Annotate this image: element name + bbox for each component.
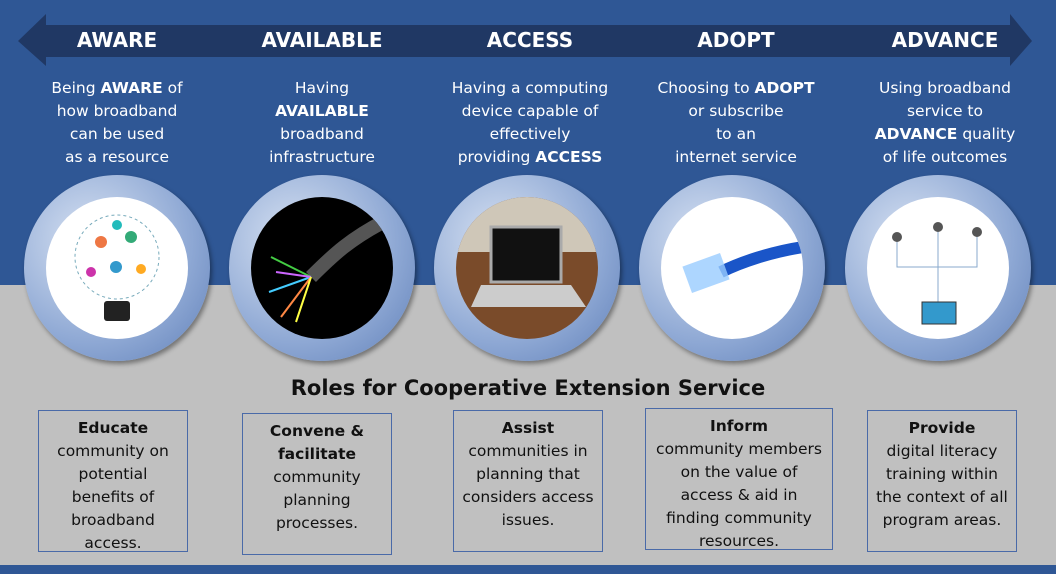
- circle-advance: [845, 175, 1031, 361]
- circle-adopt: [639, 175, 825, 361]
- bottom-strip: [0, 565, 1056, 574]
- circle-available: [229, 175, 415, 361]
- stage-title-adopt: ADOPT: [697, 28, 775, 52]
- stage-title-advance: ADVANCE: [891, 28, 999, 52]
- laptop-icon: [456, 197, 598, 307]
- tablet-network-icon: [892, 222, 982, 325]
- circle-aware: [24, 175, 210, 361]
- stage-title-available: AVAILABLE: [261, 28, 383, 52]
- double-arrow: [18, 14, 1032, 66]
- lightbulb-network-icon: [74, 214, 160, 321]
- ethernet-cable-icon: [682, 241, 803, 293]
- circle-access: [434, 175, 620, 361]
- stage-title-aware: AWARE: [76, 28, 158, 52]
- stage-title-access: ACCESS: [486, 28, 574, 52]
- roles-title: Roles for Cooperative Extension Service: [290, 376, 766, 400]
- fiber-optic-cable-icon: [268, 210, 393, 323]
